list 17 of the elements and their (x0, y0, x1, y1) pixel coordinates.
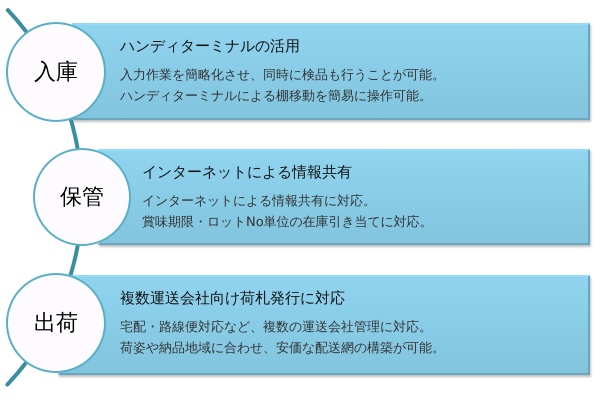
stage-label: 保管 (60, 184, 104, 212)
box-heading: 複数運送会社向け荷札発行に対応 (120, 289, 345, 308)
connector-curve (69, 118, 80, 150)
box-heading: ハンディターミナルの活用 (120, 37, 300, 56)
box-text: 賞味期限・ロットNo単位の在庫引き当てに対応。 (142, 214, 433, 231)
stage-label: 入庫 (34, 59, 78, 87)
connector-curve (68, 244, 80, 276)
box-text: 入力作業を簡略化させ、同時に検品も行うことが可能。 (120, 67, 445, 84)
box-text: 荷姿や納品地域に合わせ、安価な配送網の構築が可能。 (120, 340, 445, 357)
box-text: インターネットによる情報共有に対応。 (142, 193, 376, 210)
box-text: 宅配・路線便対応など、複数の運送会社管理に対応。 (120, 319, 432, 336)
box-text: ハンディターミナルによる棚移動を簡易に操作可能。 (120, 88, 432, 105)
stage-label: 出荷 (34, 310, 78, 338)
connector-curve (6, 8, 28, 34)
box-heading: インターネットによる情報共有 (142, 163, 352, 182)
connector-curve (5, 362, 28, 386)
description-box (58, 275, 590, 375)
